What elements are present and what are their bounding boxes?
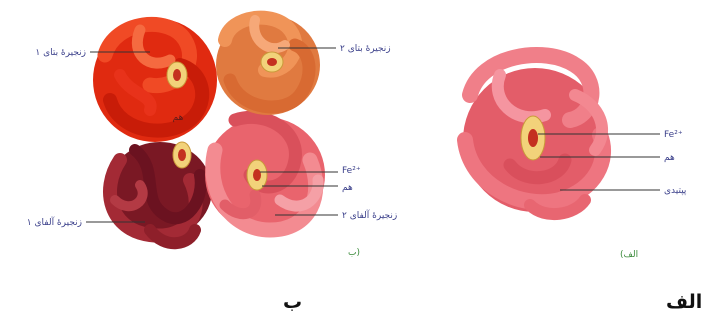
bottom-label-a: الف [666, 291, 702, 313]
beta1-chain [93, 18, 217, 142]
heme-myoglobin [521, 116, 545, 160]
caption-a: (الف [620, 250, 638, 260]
label-fe-b: Fe²⁺ [342, 166, 361, 176]
label-beta1: زنجیرهٔ بتای ۱ [35, 48, 86, 58]
label-peptide: پپتیدی [664, 186, 687, 196]
label-alpha2: زنجیرهٔ آلفای ۲ [342, 209, 397, 221]
label-alpha1: زنجیرهٔ آلفای ۱ [27, 216, 82, 228]
caption-b: ب) [348, 248, 360, 258]
heme-alpha1 [173, 142, 191, 168]
label-heme-a: هم [664, 153, 675, 163]
label-heme-mid: هم [173, 113, 184, 123]
heme-beta2 [261, 52, 283, 72]
label-heme-b: هم [342, 183, 353, 193]
hemoglobin-illustration [93, 15, 325, 243]
bottom-label-b: ب [283, 291, 302, 313]
label-beta2: زنجیرهٔ بتای ۲ [340, 44, 391, 54]
heme-beta1 [167, 62, 187, 88]
label-fe-a: Fe²⁺ [664, 130, 683, 140]
alpha1-chain [108, 142, 212, 243]
